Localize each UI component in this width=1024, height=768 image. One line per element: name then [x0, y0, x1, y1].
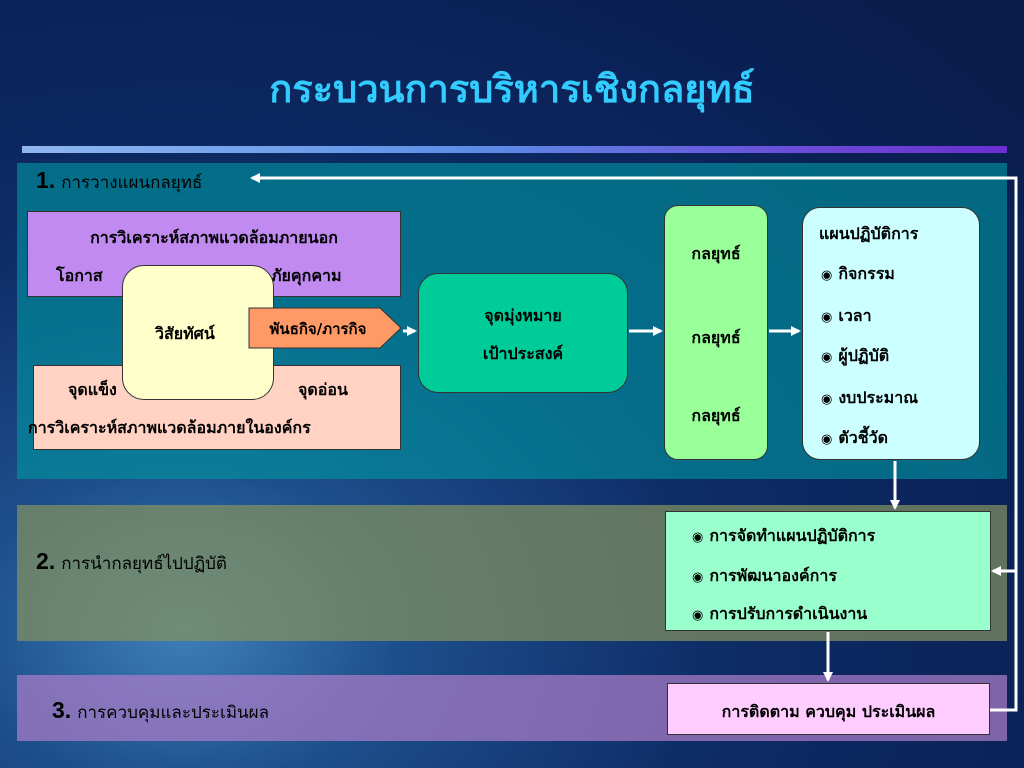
bullet-icon: ◉: [692, 530, 704, 545]
external-analysis-title: การวิเคราะห์สภาพแวดล้อมภายนอก: [90, 228, 338, 247]
step-2-text: การนำกลยุทธ์ไปปฏิบัติ: [61, 554, 227, 574]
bullet-icon: ◉: [821, 268, 833, 283]
title-divider: [22, 146, 1007, 153]
step-2-number: 2.: [36, 548, 56, 574]
bullet-icon: ◉: [692, 608, 704, 623]
internal-analysis-title: การวิเคราะห์สภาพแวดล้อมภายในองค์กร: [28, 418, 311, 437]
strength-label: จุดแข็ง: [68, 380, 117, 399]
weakness-label: จุดอ่อน: [298, 380, 348, 399]
step-3-number: 3.: [52, 697, 72, 723]
vision-label: วิสัยทัศน์: [155, 324, 215, 343]
action-plan-item: ◉งบประมาณ: [821, 388, 919, 407]
action-plan-item: ◉ผู้ปฏิบัติ: [821, 346, 890, 365]
strategy-item: กลยุทธ์: [691, 328, 741, 347]
action-plan-item: ◉กิจกรรม: [821, 264, 895, 283]
implementation-box: ◉การจัดทำแผนปฏิบัติการ ◉การพัฒนาองค์การ …: [665, 511, 991, 631]
evaluation-label: การติดตาม ควบคุม ประเมินผล: [721, 702, 936, 721]
bullet-icon: ◉: [692, 570, 704, 585]
bullet-icon: ◉: [821, 310, 833, 325]
goals-box: จุดมุ่งหมาย เป้าประสงค์: [418, 273, 628, 393]
bullet-icon: ◉: [821, 432, 833, 447]
action-plan-item: ◉ตัวชี้วัด: [821, 428, 888, 447]
feedback-loop-arrow: [250, 173, 1018, 712]
strategy-item: กลยุทธ์: [691, 244, 741, 263]
step-3-label: 3.การควบคุมและประเมินผล: [52, 697, 269, 726]
step-2-label: 2.การนำกลยุทธ์ไปปฏิบัติ: [36, 548, 227, 577]
action-plan-item: ◉เวลา: [821, 306, 872, 325]
step-1-text: การวางแผนกลยุทธ์: [61, 173, 203, 193]
mission-label: พันธกิจ/ภารกิจ: [269, 320, 367, 338]
strategy-item: กลยุทธ์: [691, 406, 741, 425]
action-plan-title: แผนปฏิบัติการ: [819, 224, 919, 243]
goals-line-1: จุดมุ่งหมาย: [484, 306, 562, 325]
step-1-number: 1.: [36, 167, 56, 193]
page-title: กระบวนการบริหารเชิงกลยุทธ์: [269, 66, 755, 111]
step-1-label: 1.การวางแผนกลยุทธ์: [36, 167, 202, 196]
threat-label: ภัยคุกคาม: [271, 266, 342, 285]
bullet-icon: ◉: [821, 350, 833, 365]
strategies-box: กลยุทธ์ กลยุทธ์ กลยุทธ์: [664, 205, 768, 460]
action-plan-box: แผนปฏิบัติการ ◉กิจกรรม ◉เวลา ◉ผู้ปฏิบัติ…: [802, 207, 980, 460]
step-3-text: การควบคุมและประเมินผล: [77, 703, 270, 723]
implementation-item: ◉การจัดทำแผนปฏิบัติการ: [692, 526, 876, 545]
opportunity-label: โอกาส: [56, 266, 103, 285]
bullet-icon: ◉: [821, 392, 833, 407]
mission-tag-shape: [248, 307, 402, 349]
evaluation-box: การติดตาม ควบคุม ประเมินผล: [667, 683, 990, 735]
implementation-item: ◉การพัฒนาองค์การ: [692, 566, 837, 585]
goals-line-2: เป้าประสงค์: [482, 344, 564, 363]
implementation-item: ◉การปรับการดำเนินงาน: [692, 604, 868, 623]
mission-tag: พันธกิจ/ภารกิจ: [248, 307, 403, 349]
